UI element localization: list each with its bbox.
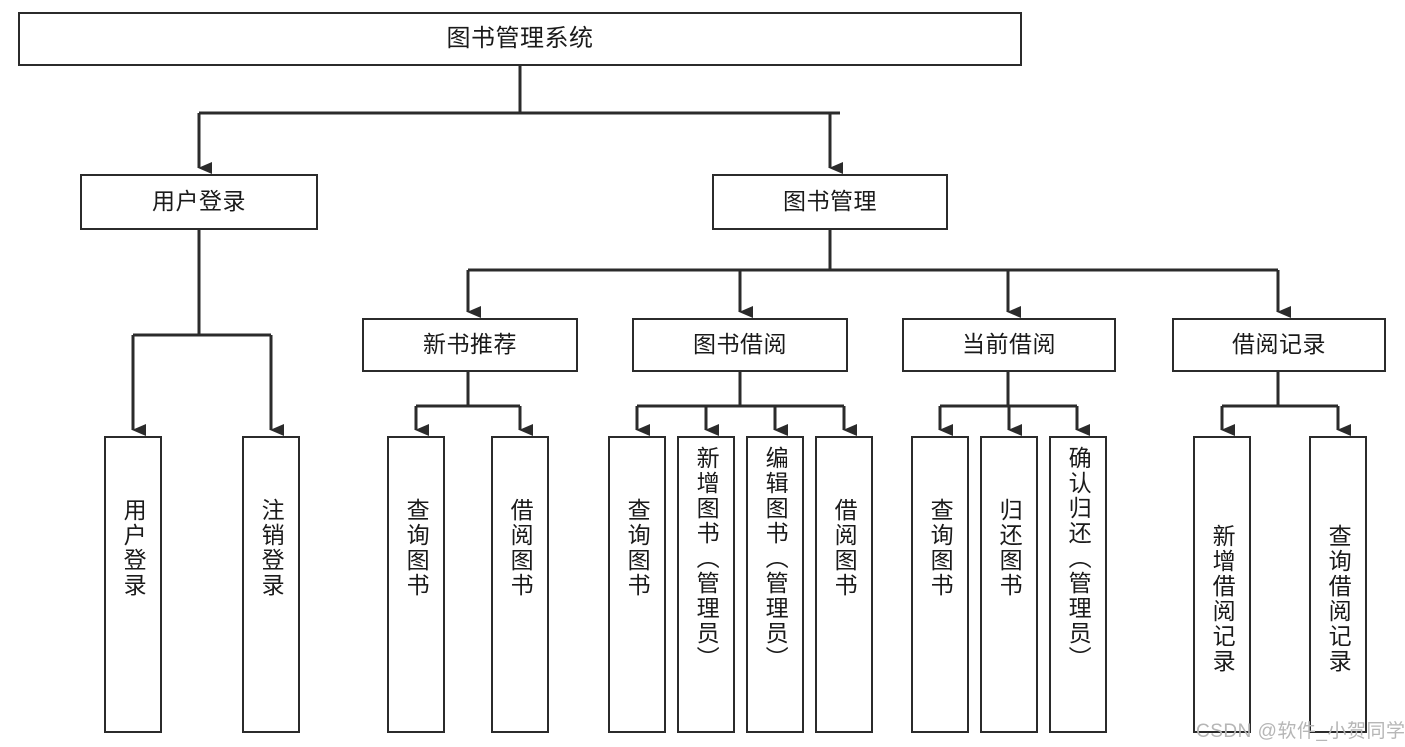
node-label: 当前借阅 [962,331,1056,358]
node-book-borrow[interactable]: 图书借阅 [632,318,848,372]
node-label: 新增借阅记录 [1209,524,1236,674]
node-label: 查询图书 [927,498,954,598]
leaf-user-login[interactable]: 用户登录 [104,436,162,733]
node-label: 注销登录 [258,498,285,598]
node-label: 新书推荐 [423,331,517,358]
leaf-new-book-borrow[interactable]: 借阅图书 [491,436,549,733]
leaf-record-add[interactable]: 新增借阅记录 [1193,436,1251,733]
node-label: 图书借阅 [693,331,787,358]
node-book-manage[interactable]: 图书管理 [712,174,948,230]
node-label: 借阅图书 [831,498,858,598]
leaf-user-logout[interactable]: 注销登录 [242,436,300,733]
node-user-login[interactable]: 用户登录 [80,174,318,230]
node-label: 借阅图书 [507,498,534,598]
leaf-current-confirm-return[interactable]: 确认归还（管理员） [1049,436,1107,733]
node-label: 用户登录 [152,188,246,215]
leaf-borrow-add-book[interactable]: 新增图书（管理员） [677,436,735,733]
node-label: 查询借阅记录 [1325,524,1352,674]
leaf-borrow-book[interactable]: 借阅图书 [815,436,873,733]
node-current-borrow[interactable]: 当前借阅 [902,318,1116,372]
leaf-current-return-book[interactable]: 归还图书 [980,436,1038,733]
node-new-book-recommend[interactable]: 新书推荐 [362,318,578,372]
node-label: 查询图书 [403,498,430,598]
node-label: 查询图书 [624,498,651,598]
leaf-current-query-book[interactable]: 查询图书 [911,436,969,733]
node-label: 编辑图书（管理员） [762,446,789,671]
leaf-record-query[interactable]: 查询借阅记录 [1309,436,1367,733]
node-label: 用户登录 [120,498,147,598]
node-label: 归还图书 [996,498,1023,598]
node-root-system[interactable]: 图书管理系统 [18,12,1022,66]
node-label: 图书管理系统 [446,24,594,52]
leaf-borrow-query-book[interactable]: 查询图书 [608,436,666,733]
node-borrow-record[interactable]: 借阅记录 [1172,318,1386,372]
node-label: 图书管理 [783,188,877,215]
leaf-new-book-query[interactable]: 查询图书 [387,436,445,733]
watermark-text: CSDN @软件_小贺同学 [1196,721,1405,742]
node-label: 借阅记录 [1232,331,1326,358]
leaf-borrow-edit-book[interactable]: 编辑图书（管理员） [746,436,804,733]
node-label: 确认归还（管理员） [1065,446,1092,671]
node-label: 新增图书（管理员） [693,446,720,671]
